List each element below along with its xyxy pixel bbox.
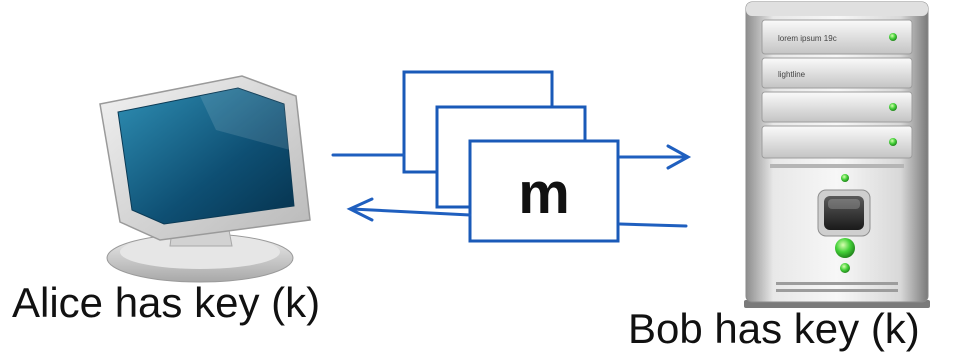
server-panel-label-2: lightline (778, 70, 806, 79)
desktop-monitor-icon (99, 75, 311, 283)
message-stack: m (402, 70, 620, 243)
message-symbol: m (518, 161, 570, 226)
server-panel-label-1: lorem ipsum 19c (778, 34, 837, 43)
server-tower-icon: lorem ipsum 19c lightline (744, 1, 930, 308)
arrow-alice-to-bob (331, 144, 692, 170)
alice-label: Alice has key (k) (12, 279, 321, 326)
bob-label: Bob has key (k) (628, 305, 920, 352)
power-button-icon (817, 189, 871, 237)
drive-bays: lorem ipsum 19c lightline (761, 19, 913, 159)
message-frame-front (468, 139, 620, 243)
arrow-bob-to-alice (346, 197, 688, 228)
